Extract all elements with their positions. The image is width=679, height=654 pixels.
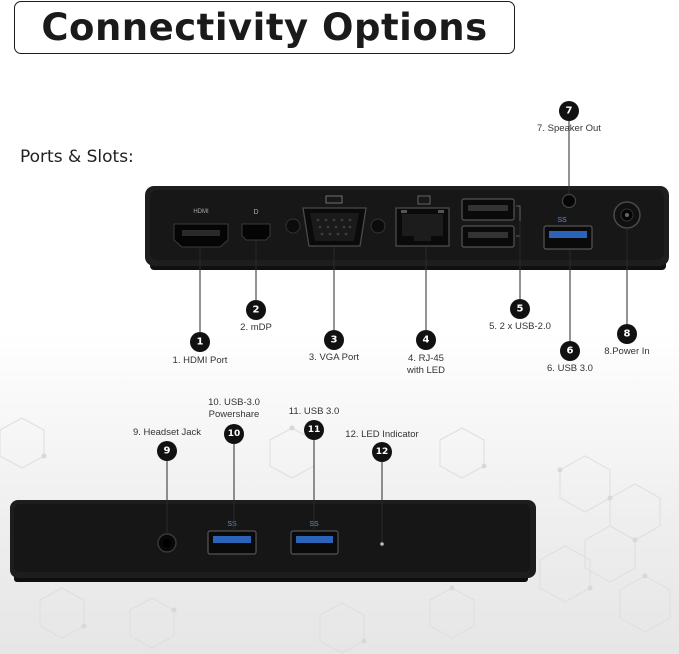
label-rj45-line1: 4. RJ-45 [408,353,444,364]
label-rj45-line2: with LED [406,365,445,376]
svg-text:3: 3 [331,335,338,346]
network-marking-icon [417,195,431,205]
label-power-in: 8.Power In [604,346,650,357]
hdmi-marking: HDMI [193,209,209,215]
callout-badge-10: 10 [224,424,244,444]
speaker-out-jack [561,193,577,209]
svg-text:11: 11 [308,425,321,435]
leader-lines [166,121,628,542]
callout-badge-5: 5 [510,299,530,319]
callout-badge-11: 11 [304,420,324,440]
label-hdmi-port: 1. HDMI Port [172,355,228,366]
dock-front-view [10,500,536,582]
label-speaker-out: 7. Speaker Out [537,123,601,134]
svg-text:8: 8 [624,329,631,340]
svg-text:10: 10 [228,429,241,439]
usb3-back-marking: SS [557,217,567,224]
callout-badge-9: 9 [157,441,177,461]
callout-badge-7: 7 [559,101,579,121]
mdp-port [241,223,271,241]
vga-marking-icon [325,195,343,204]
led-indicator [380,542,384,546]
callout-badge-6: 6 [560,341,580,361]
label-usb3-back: 6. USB 3.0 [547,363,593,374]
page-title: Connectivity Options [41,6,488,49]
label-usb2: 5. 2 x USB-2.0 [489,321,551,332]
screw-left [285,218,301,234]
label-mdp: 2. mDP [240,322,272,333]
callout-badge-12: 12 [372,442,392,462]
label-led-indicator: 12. LED Indicator [345,429,419,440]
label-usb3-powershare-line2: Powershare [208,409,260,420]
svg-text:9: 9 [164,446,171,457]
label-vga-port: 3. VGA Port [308,352,360,363]
svg-text:12: 12 [376,447,389,457]
usb3-front-a-marking: SS [227,521,237,528]
svg-text:6: 6 [567,346,574,357]
mdp-marking: D [253,209,258,216]
label-usb3-powershare-line1: 10. USB-3.0 [208,397,260,408]
callout-badge-4: 4 [416,330,436,350]
background-gradient [0,330,679,654]
label-usb3-front: 11. USB 3.0 [288,406,340,417]
svg-text:4: 4 [423,335,430,346]
svg-text:1: 1 [197,337,204,348]
callout-badge-1: 1 [190,332,210,352]
screw-right [370,218,386,234]
section-subtitle: Ports & Slots: [20,147,134,167]
callout-badge-2: 2 [246,300,266,320]
callout-badge-3: 3 [324,330,344,350]
svg-text:7: 7 [566,106,573,117]
label-headset-jack: 9. Headset Jack [132,427,202,438]
svg-text:2: 2 [253,305,260,316]
title-box: Connectivity Options [14,1,515,54]
callout-badge-8: 8 [617,324,637,344]
svg-text:5: 5 [517,304,524,315]
